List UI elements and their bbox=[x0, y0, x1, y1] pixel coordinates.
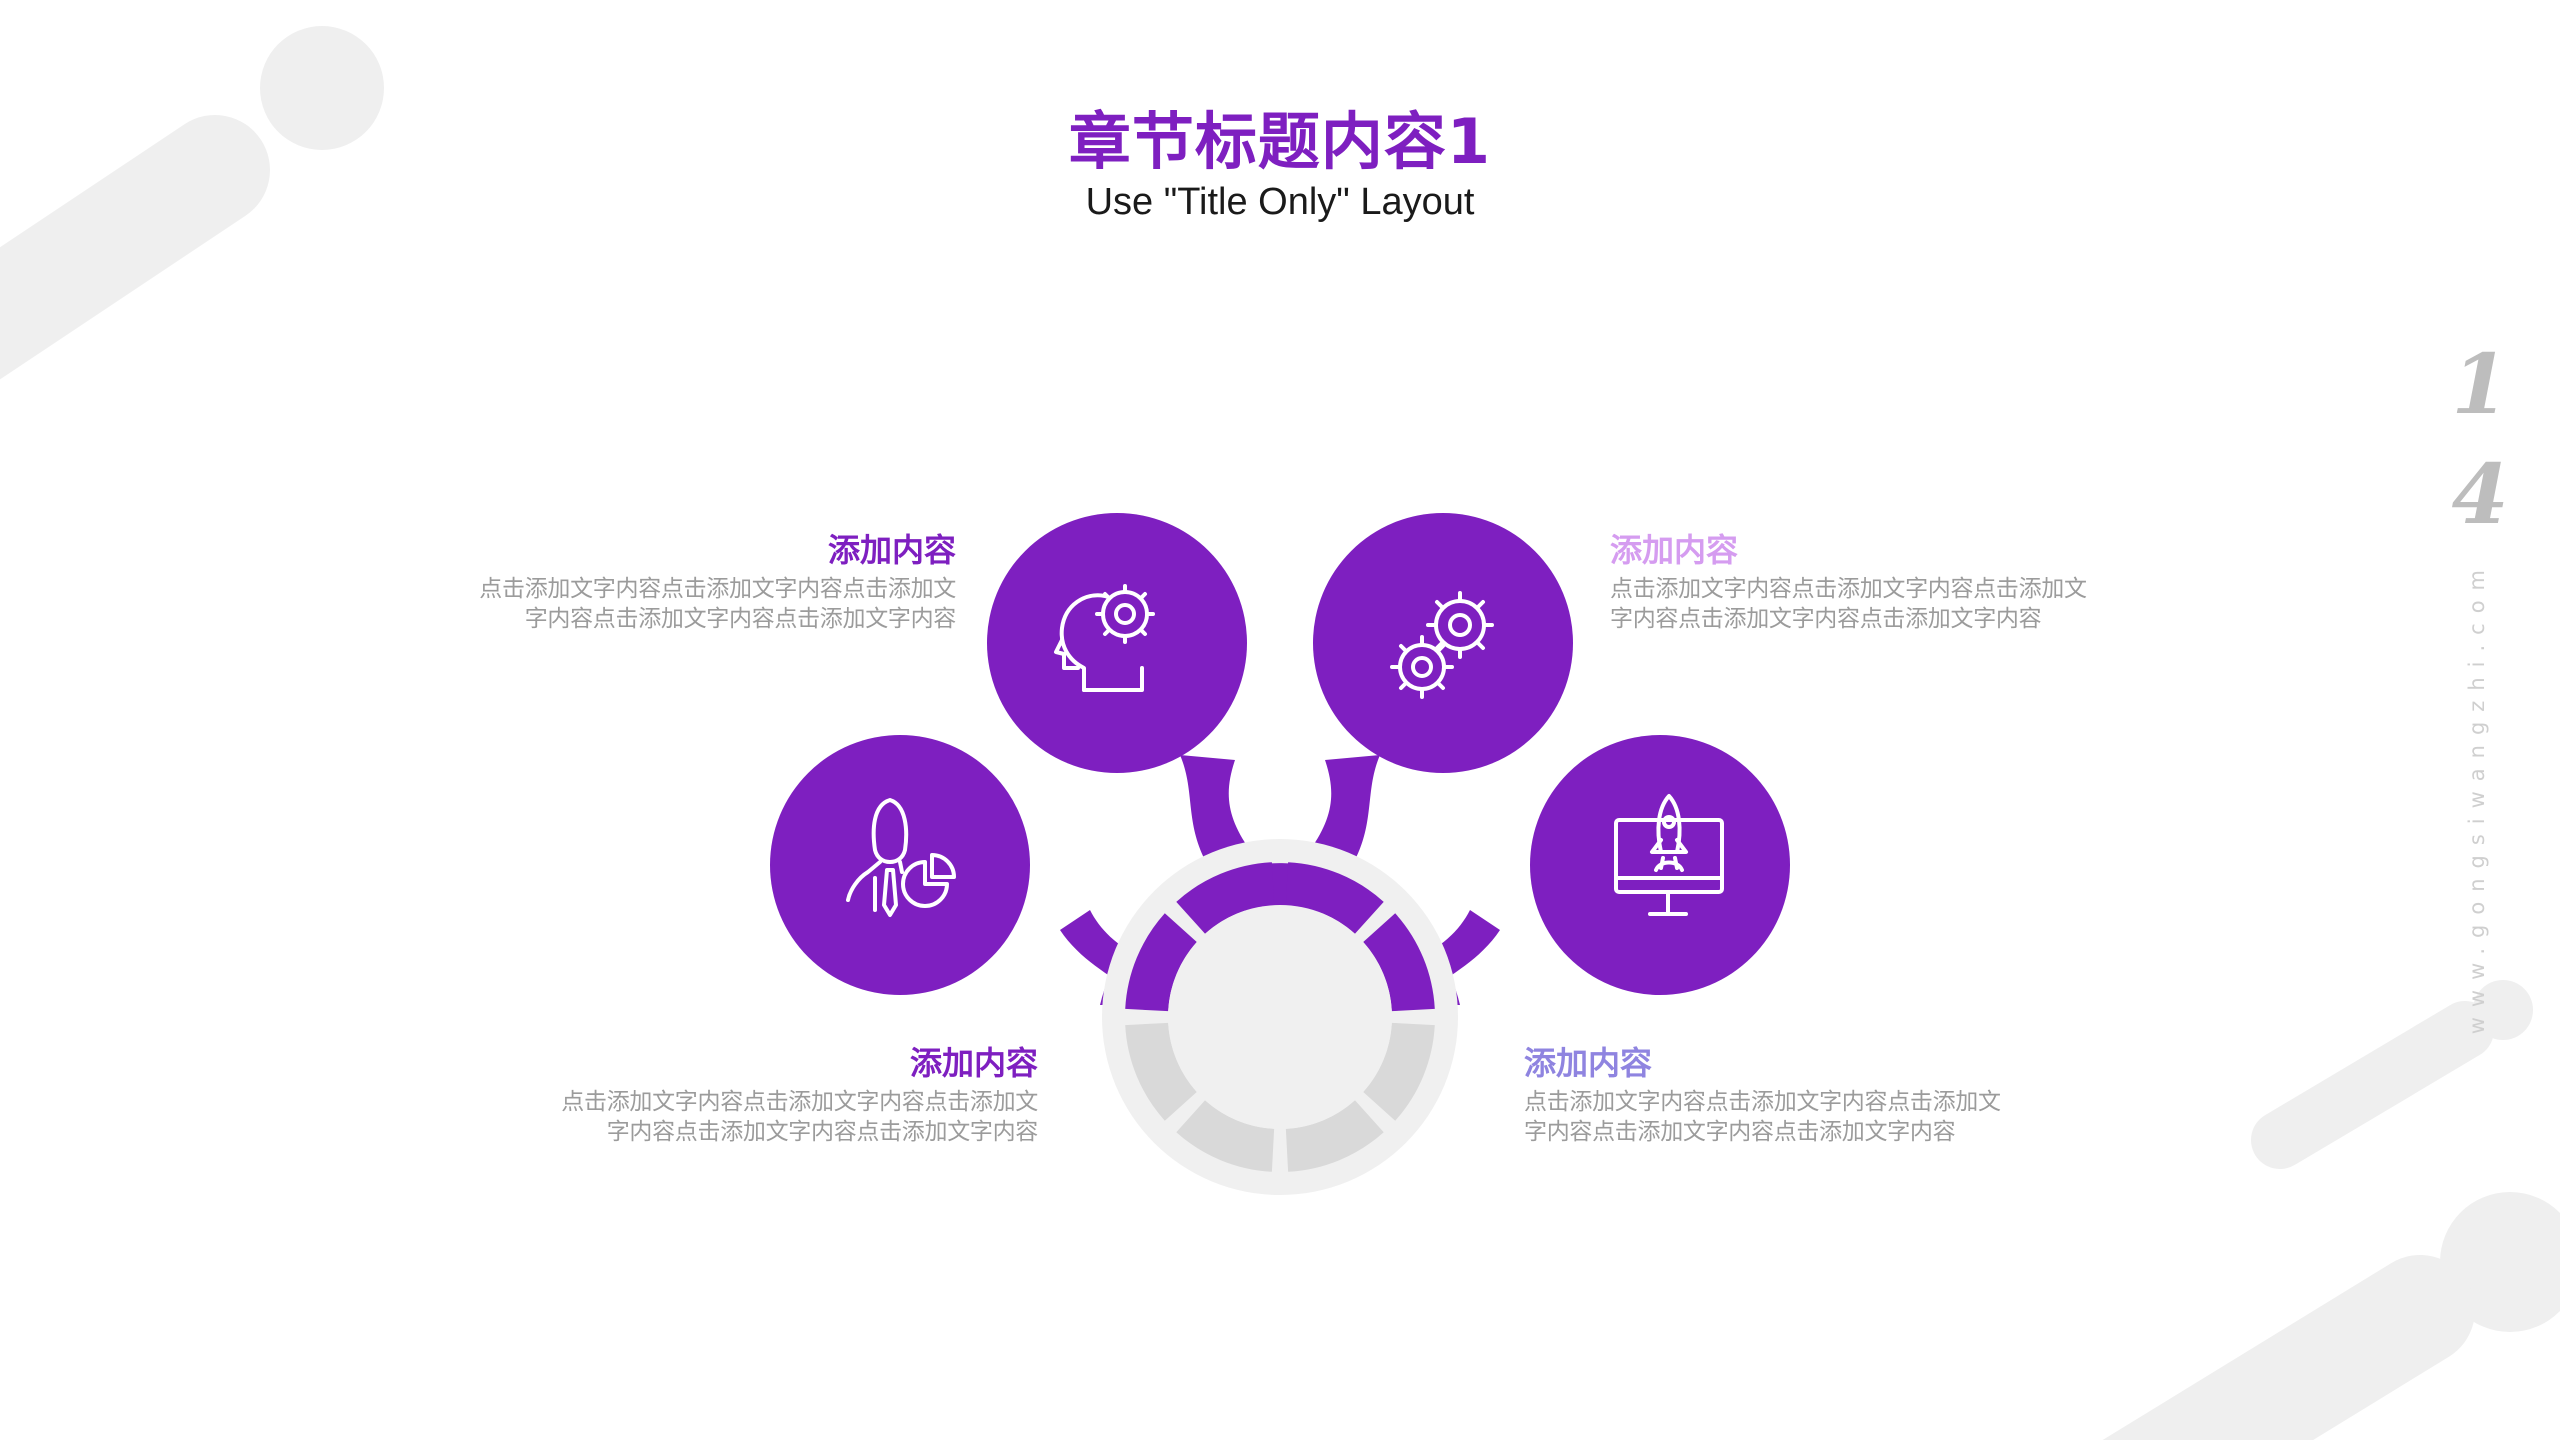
monitor-rocket-icon bbox=[1614, 794, 1724, 916]
text-block-body-line1: 点击添加文字内容点击添加文字内容点击添加文 bbox=[479, 576, 956, 602]
text-block-heading: 添加内容 bbox=[909, 1044, 1038, 1082]
text-block-body-line2: 字内容点击添加文字内容点击添加文字内容 bbox=[1610, 606, 2042, 632]
hub-segment bbox=[1285, 862, 1384, 934]
hub-segment-ring bbox=[1125, 862, 1435, 1172]
hub-segment bbox=[1125, 913, 1197, 1012]
text-block-bottom-left: 添加内容 点击添加文字内容点击添加文字内容点击添加文 字内容点击添加文字内容点击… bbox=[498, 1043, 1038, 1147]
head-gears-icon bbox=[1054, 584, 1155, 692]
text-block-top-right: 添加内容 点击添加文字内容点击添加文字内容点击添加文 字内容点击添加文字内容点击… bbox=[1610, 530, 2150, 634]
text-block-heading: 添加内容 bbox=[1524, 1044, 1653, 1082]
website-url: www.gongsiwangzhi.com bbox=[2465, 560, 2489, 1035]
text-block-body-line1: 点击添加文字内容点击添加文字内容点击添加文 bbox=[1524, 1089, 2001, 1115]
text-block-body-line2: 字内容点击添加文字内容点击添加文字内容 bbox=[1524, 1119, 1956, 1145]
text-block-body-line2: 字内容点击添加文字内容点击添加文字内容 bbox=[524, 606, 957, 632]
hub-segment bbox=[1176, 1100, 1275, 1172]
page-number-digit: 1 bbox=[2451, 337, 2509, 433]
branch-circle-top-left bbox=[987, 513, 1247, 773]
text-block-bottom-right: 添加内容 点击添加文字内容点击添加文字内容点击添加文 字内容点击添加文字内容点击… bbox=[1524, 1043, 2064, 1147]
hub-segment bbox=[1125, 1022, 1197, 1121]
hub-segment bbox=[1363, 1022, 1435, 1121]
text-block-top-left: 添加内容 点击添加文字内容点击添加文字内容点击添加文 字内容点击添加文字内容点击… bbox=[416, 530, 956, 634]
text-block-body-line1: 点击添加文字内容点击添加文字内容点击添加文 bbox=[561, 1089, 1038, 1115]
businessman-pie-chart-icon bbox=[846, 798, 956, 917]
slide-subtitle: Use "Title Only" Layout bbox=[1085, 181, 1475, 223]
gears-icon bbox=[1390, 591, 1494, 699]
text-block-body-line1: 点击添加文字内容点击添加文字内容点击添加文 bbox=[1610, 576, 2087, 602]
text-block-heading: 添加内容 bbox=[1610, 531, 1739, 569]
hub-segment bbox=[1363, 913, 1435, 1012]
hub-segment bbox=[1176, 862, 1275, 934]
page-number-digit: 4 bbox=[2451, 447, 2509, 543]
text-block-body-line2: 字内容点击添加文字内容点击添加文字内容 bbox=[606, 1119, 1039, 1145]
text-block-heading: 添加内容 bbox=[827, 531, 956, 569]
slide-title: 章节标题内容1 bbox=[1068, 105, 1492, 178]
hub-center bbox=[1168, 905, 1392, 1129]
hub-segment bbox=[1285, 1100, 1384, 1172]
